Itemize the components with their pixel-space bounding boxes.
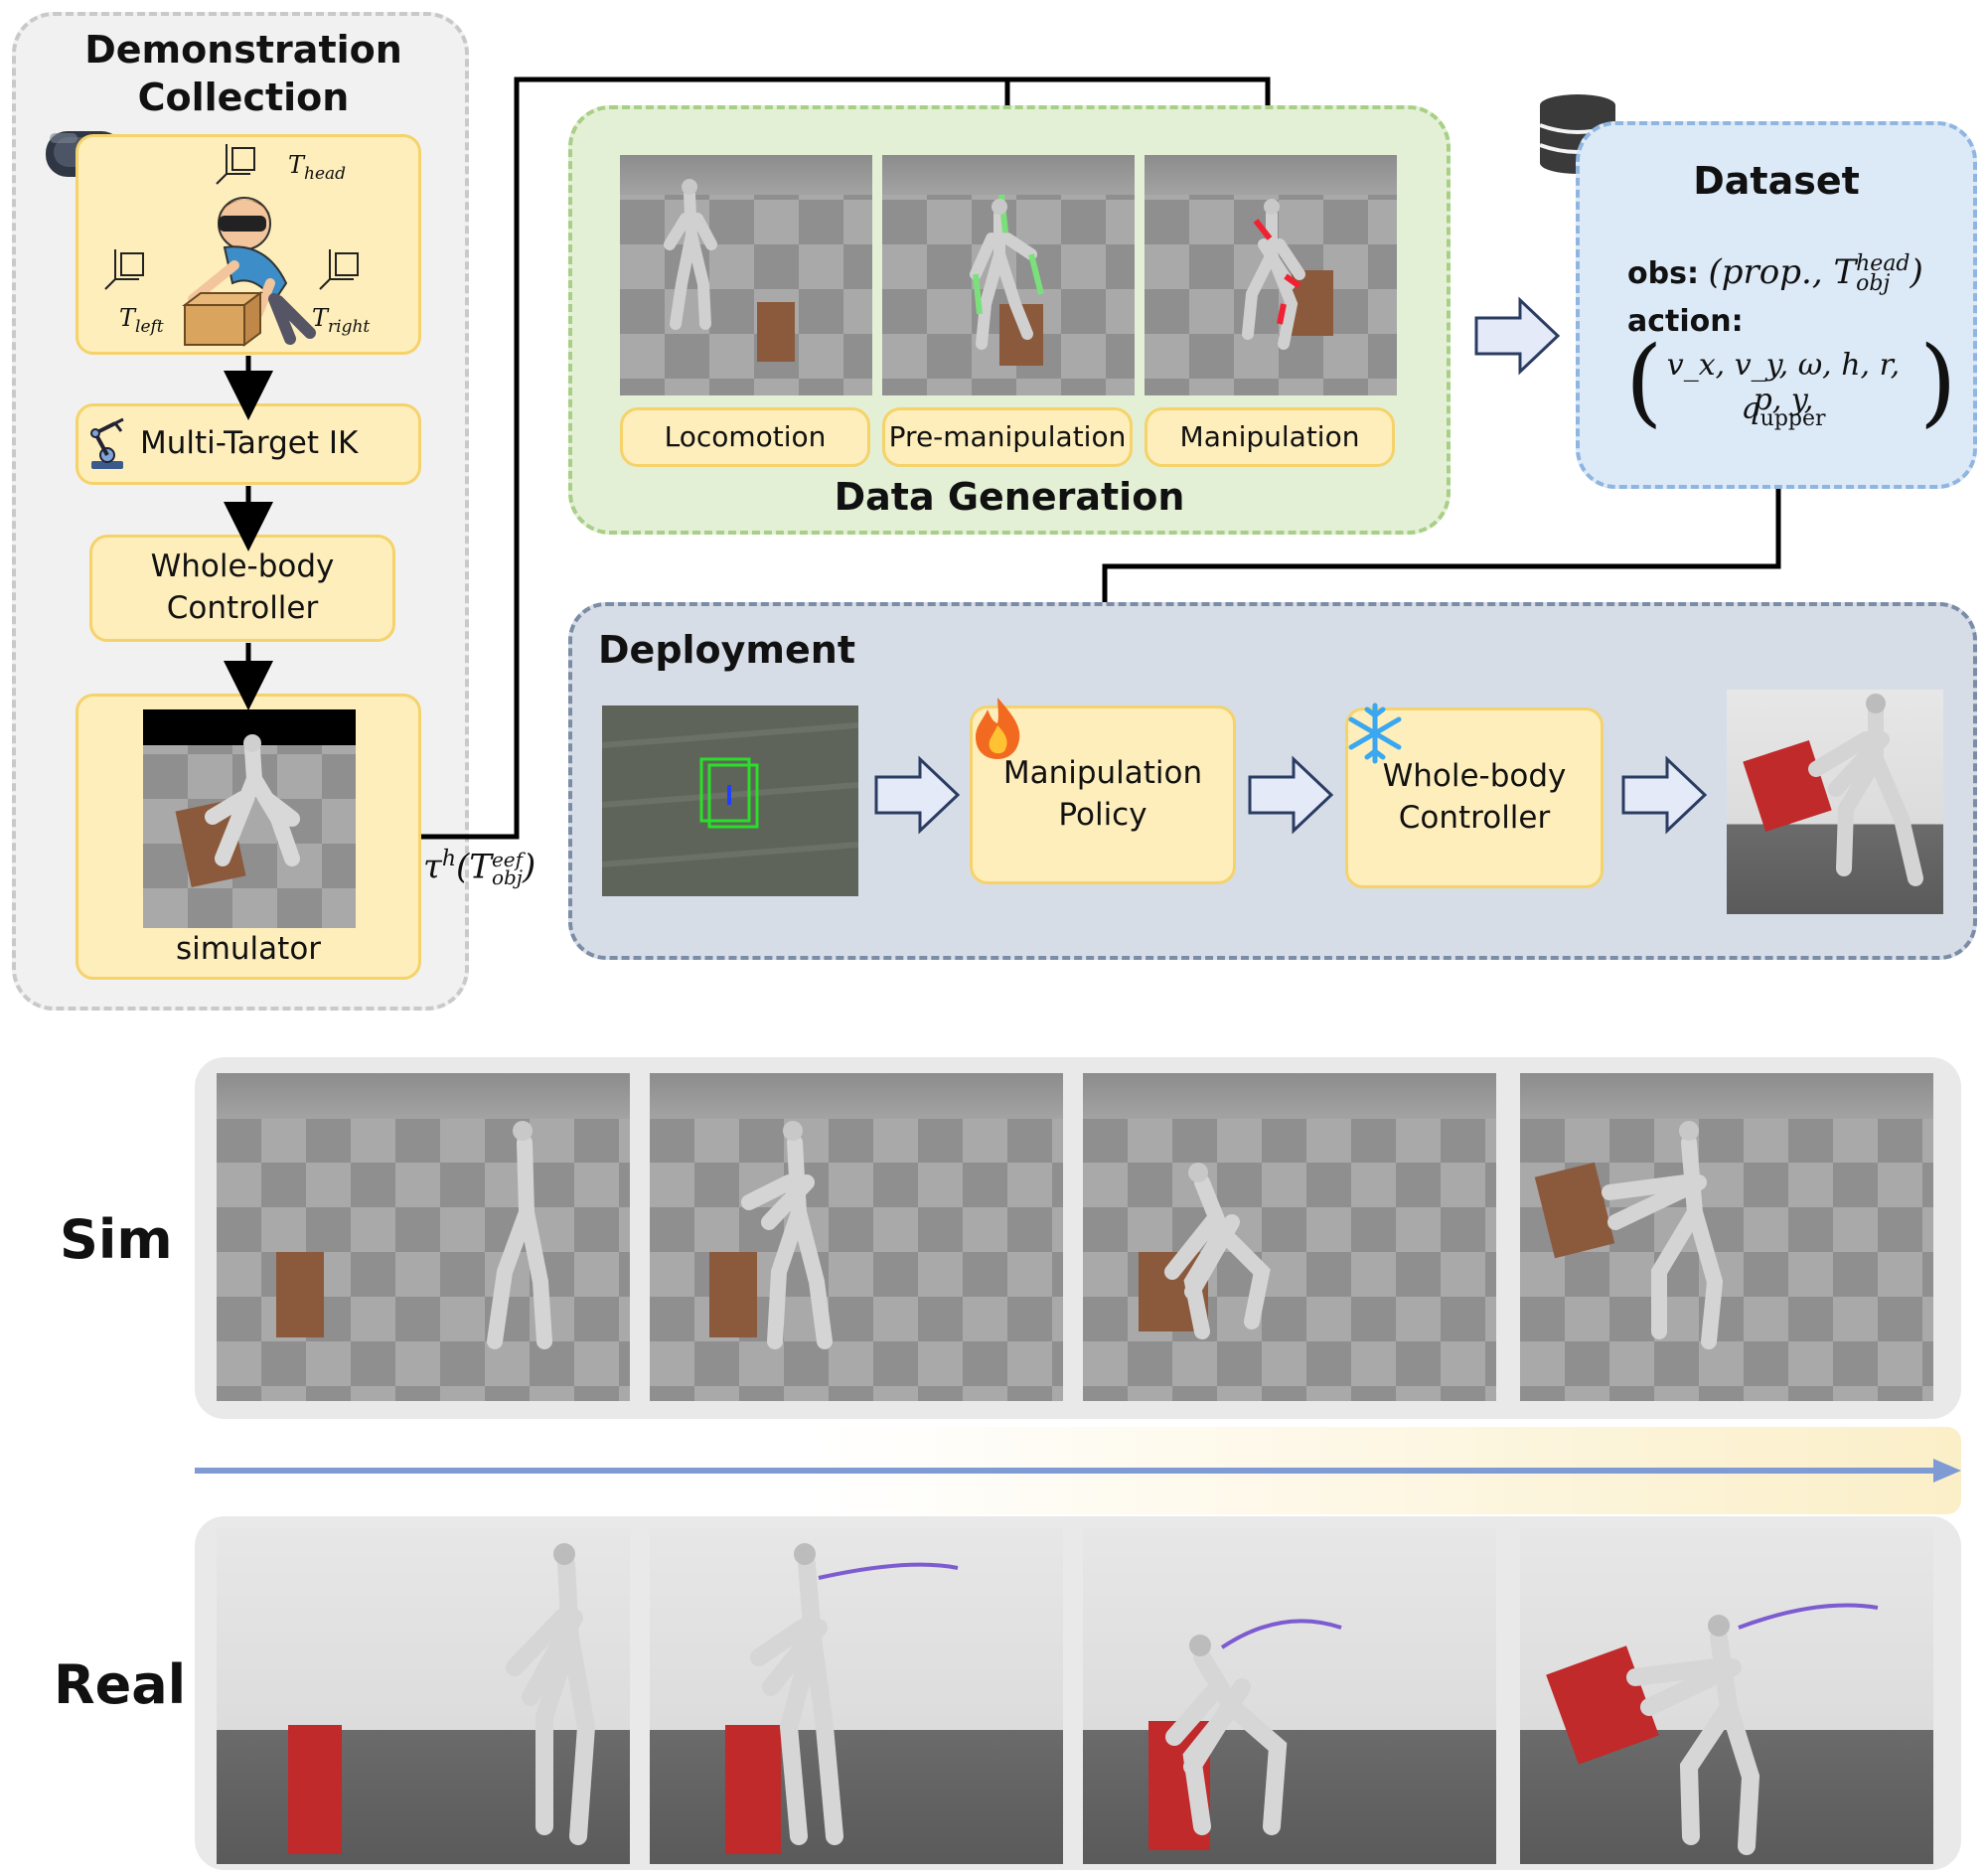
dataset-action-paren-right: ) <box>1919 326 1957 437</box>
real-frame-3 <box>1083 1528 1496 1864</box>
dataset-action-line2: qupper <box>1741 391 1826 431</box>
dataset-action-line1: v_x, v_y, ω, h, r, p, y, <box>1666 348 1901 417</box>
arrow-policy-to-wbc <box>1248 755 1334 835</box>
coordinate-frame-right-icon <box>319 249 359 290</box>
coordinate-frame-left-icon <box>104 249 144 290</box>
simulator-label: simulator <box>175 931 322 968</box>
dataset-action-label: action: <box>1627 304 1744 339</box>
stage-locomotion: Locomotion <box>620 407 870 467</box>
data-generation-title: Data Generation <box>834 475 1185 519</box>
simulator-render <box>143 709 356 928</box>
sim-frame-3 <box>1083 1073 1496 1401</box>
arrow-camera-to-policy <box>874 755 961 835</box>
timeline-arrow <box>195 1459 1961 1483</box>
snowflake-icon <box>1348 703 1402 764</box>
deployment-title: Deployment <box>598 628 856 672</box>
real-row-label: Real <box>54 1653 187 1716</box>
sim-row-label: Sim <box>60 1208 173 1271</box>
stage-pre-manipulation: Pre-manipulation <box>882 407 1133 467</box>
real-frame-2 <box>650 1528 1063 1864</box>
perception-camera-view <box>602 705 858 896</box>
dataset-title: Dataset <box>1693 159 1860 203</box>
real-frame-4 <box>1520 1528 1933 1864</box>
sim-frame-1 <box>217 1073 630 1401</box>
sim-frame-4 <box>1520 1073 1933 1401</box>
dataset-panel <box>1576 121 1977 489</box>
robot-arm-icon <box>90 417 124 469</box>
coordinate-frame-head-icon <box>216 144 255 185</box>
dataset-action-paren-left: ( <box>1625 326 1663 437</box>
frame-label-right: Tright <box>312 304 371 337</box>
pre-manipulation-render <box>882 155 1135 395</box>
frame-label-left: Tleft <box>119 304 164 337</box>
real-frame-1 <box>217 1528 630 1864</box>
real-robot-result-photo <box>1727 690 1943 914</box>
teleoperator-illustration <box>104 144 359 347</box>
arrow-to-dataset <box>1474 296 1561 376</box>
multi-target-ik-box: Multi-Target IK <box>76 403 421 485</box>
cardboard-box-icon <box>182 291 263 347</box>
manipulation-render <box>1145 155 1397 395</box>
demonstration-collection-title: Demonstration Collection <box>84 28 402 119</box>
arrow-wbc-to-robot <box>1621 755 1708 835</box>
sim-frame-2 <box>650 1073 1063 1401</box>
frame-label-head: Thead <box>288 151 347 184</box>
fire-icon <box>976 698 1020 759</box>
stage-manipulation: Manipulation <box>1145 407 1395 467</box>
locomotion-render <box>620 155 872 395</box>
